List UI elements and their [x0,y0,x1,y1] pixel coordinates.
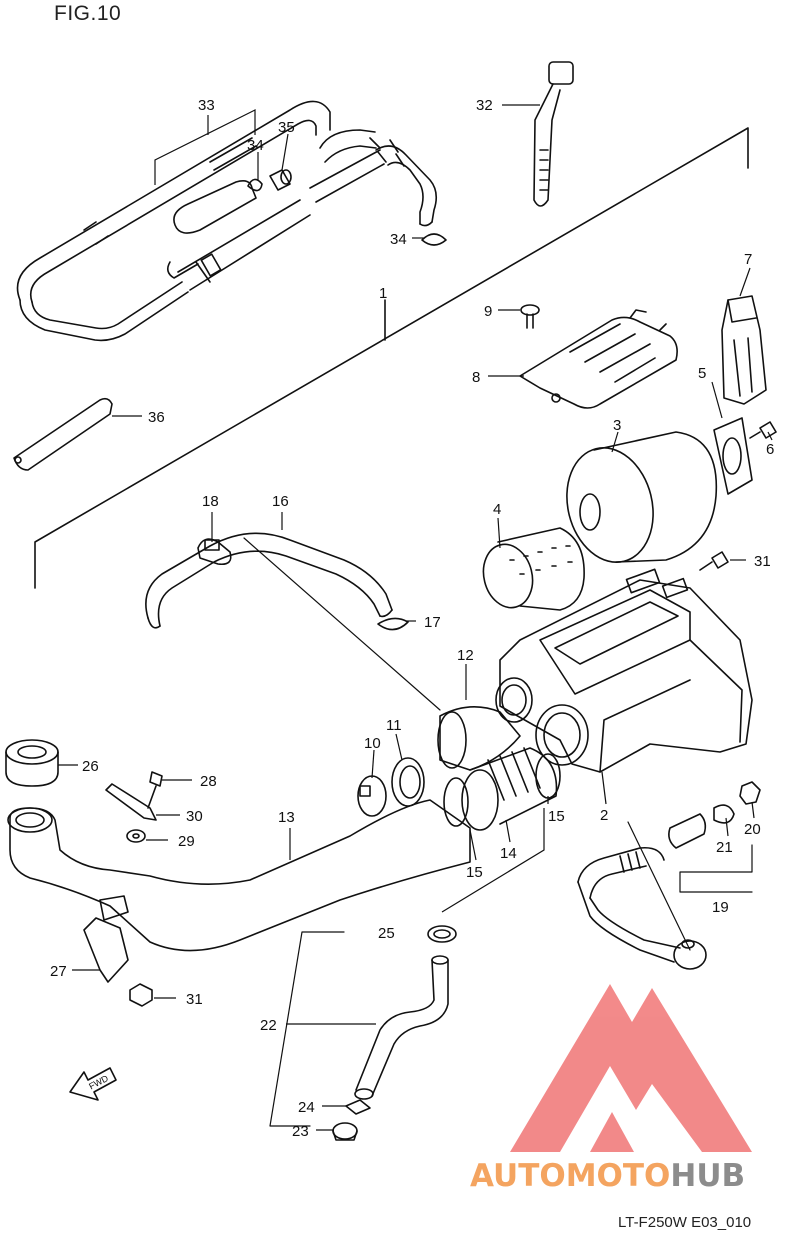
callout-5: 5 [698,365,706,382]
part-29-washer [126,829,146,843]
watermark-triangle-icon [510,984,752,1152]
figure-title: FIG.10 [54,2,122,25]
watermark-text-automoto: AUTOMOTO [470,1158,670,1194]
part-23-clamp [332,1122,358,1141]
part-21-clip [713,804,735,824]
callout-34-lower: 34 [390,231,407,248]
watermark-text-hub: HUB [670,1158,745,1194]
part-19-breather-hose [577,846,707,970]
callout-14: 14 [500,845,517,862]
part-34-breather-clamp [421,233,447,246]
part-31-bolt-upper [699,551,729,571]
part-15-clamps [443,753,561,827]
callout-11: 11 [386,717,402,734]
callout-4: 4 [493,501,501,518]
part-24-plug [345,1099,371,1115]
callout-35: 35 [278,119,295,136]
assembly-bracket-1 [34,127,749,589]
callout-15-right: 15 [548,808,565,825]
callout-leaders [58,104,773,1131]
callout-20: 20 [744,821,761,838]
callout-7: 7 [744,251,752,268]
part-21-hose-piece [668,813,707,849]
callout-33: 33 [198,97,215,114]
callout-29: 29 [178,833,195,850]
callout-1: 1 [379,285,387,302]
callout-25: 25 [378,925,395,942]
part-6-bolt [749,421,777,439]
part-36-strap [13,397,113,471]
callout-13: 13 [278,809,295,826]
callout-labels: 33 34 35 32 34 1 7 9 8 5 36 6 3 18 16 4 … [50,97,774,1140]
part-30-bracket [105,783,157,821]
part-33-vent-hose [16,100,438,342]
part-26-ring [5,739,59,787]
callout-31-lower: 31 [186,991,203,1008]
callout-17: 17 [424,614,441,631]
fwd-arrow [69,1067,117,1101]
part-31-bolt-lower [129,983,153,1007]
part-8-lid [519,309,678,409]
callout-27: 27 [50,963,67,980]
svg-text:AUTOMOTOHUB: AUTOMOTOHUB [470,1158,745,1194]
callout-30: 30 [186,808,203,825]
part-27-bracket [83,895,129,983]
part-25-clamp [427,925,457,943]
part-11-ring [391,757,425,807]
callout-36: 36 [148,409,165,426]
part-28-bolt [147,771,163,809]
part-32-tube-clip [533,61,574,207]
callout-3: 3 [613,417,621,434]
callout-23: 23 [292,1123,309,1140]
part-17-clip [377,617,409,631]
callout-26: 26 [82,758,99,775]
part-5-gasket [713,417,753,495]
callout-34-upper: 34 [247,137,264,154]
callout-31-upper: 31 [754,553,771,570]
part-13-inlet-duct [7,799,471,952]
part-14-sleeve [461,747,558,831]
part-2-air-cleaner-case [495,568,753,773]
callout-15-left: 15 [466,864,483,881]
callout-12: 12 [457,647,474,664]
drawing-code: LT-F250W E03_010 [618,1214,752,1231]
callout-19: 19 [712,899,729,916]
part-9-screw [520,304,540,329]
callout-28: 28 [200,773,217,790]
callout-8: 8 [472,369,480,386]
part-20-fitting [739,781,761,805]
callout-32: 32 [476,97,493,114]
callout-6: 6 [766,441,774,458]
callout-24: 24 [298,1099,315,1116]
callout-18: 18 [202,493,219,510]
part-7-cover [721,295,767,405]
callout-21: 21 [716,839,733,856]
part-3-filter-element [566,431,718,563]
callout-9: 9 [484,303,492,320]
part-4-filter [482,527,585,611]
part-10-clamp [357,775,387,817]
callout-22: 22 [260,1017,277,1034]
part-34-vent-clamp [247,178,263,192]
part-16-hose [145,532,393,629]
watermark-logo: AUTOMOTOHUB [470,984,752,1194]
callout-16: 16 [272,493,289,510]
callout-2: 2 [600,807,608,824]
part-12-boot [437,706,521,771]
part-35-vent-connector [269,169,292,191]
part-22-drain-hose [354,955,449,1100]
callout-10: 10 [364,735,381,752]
